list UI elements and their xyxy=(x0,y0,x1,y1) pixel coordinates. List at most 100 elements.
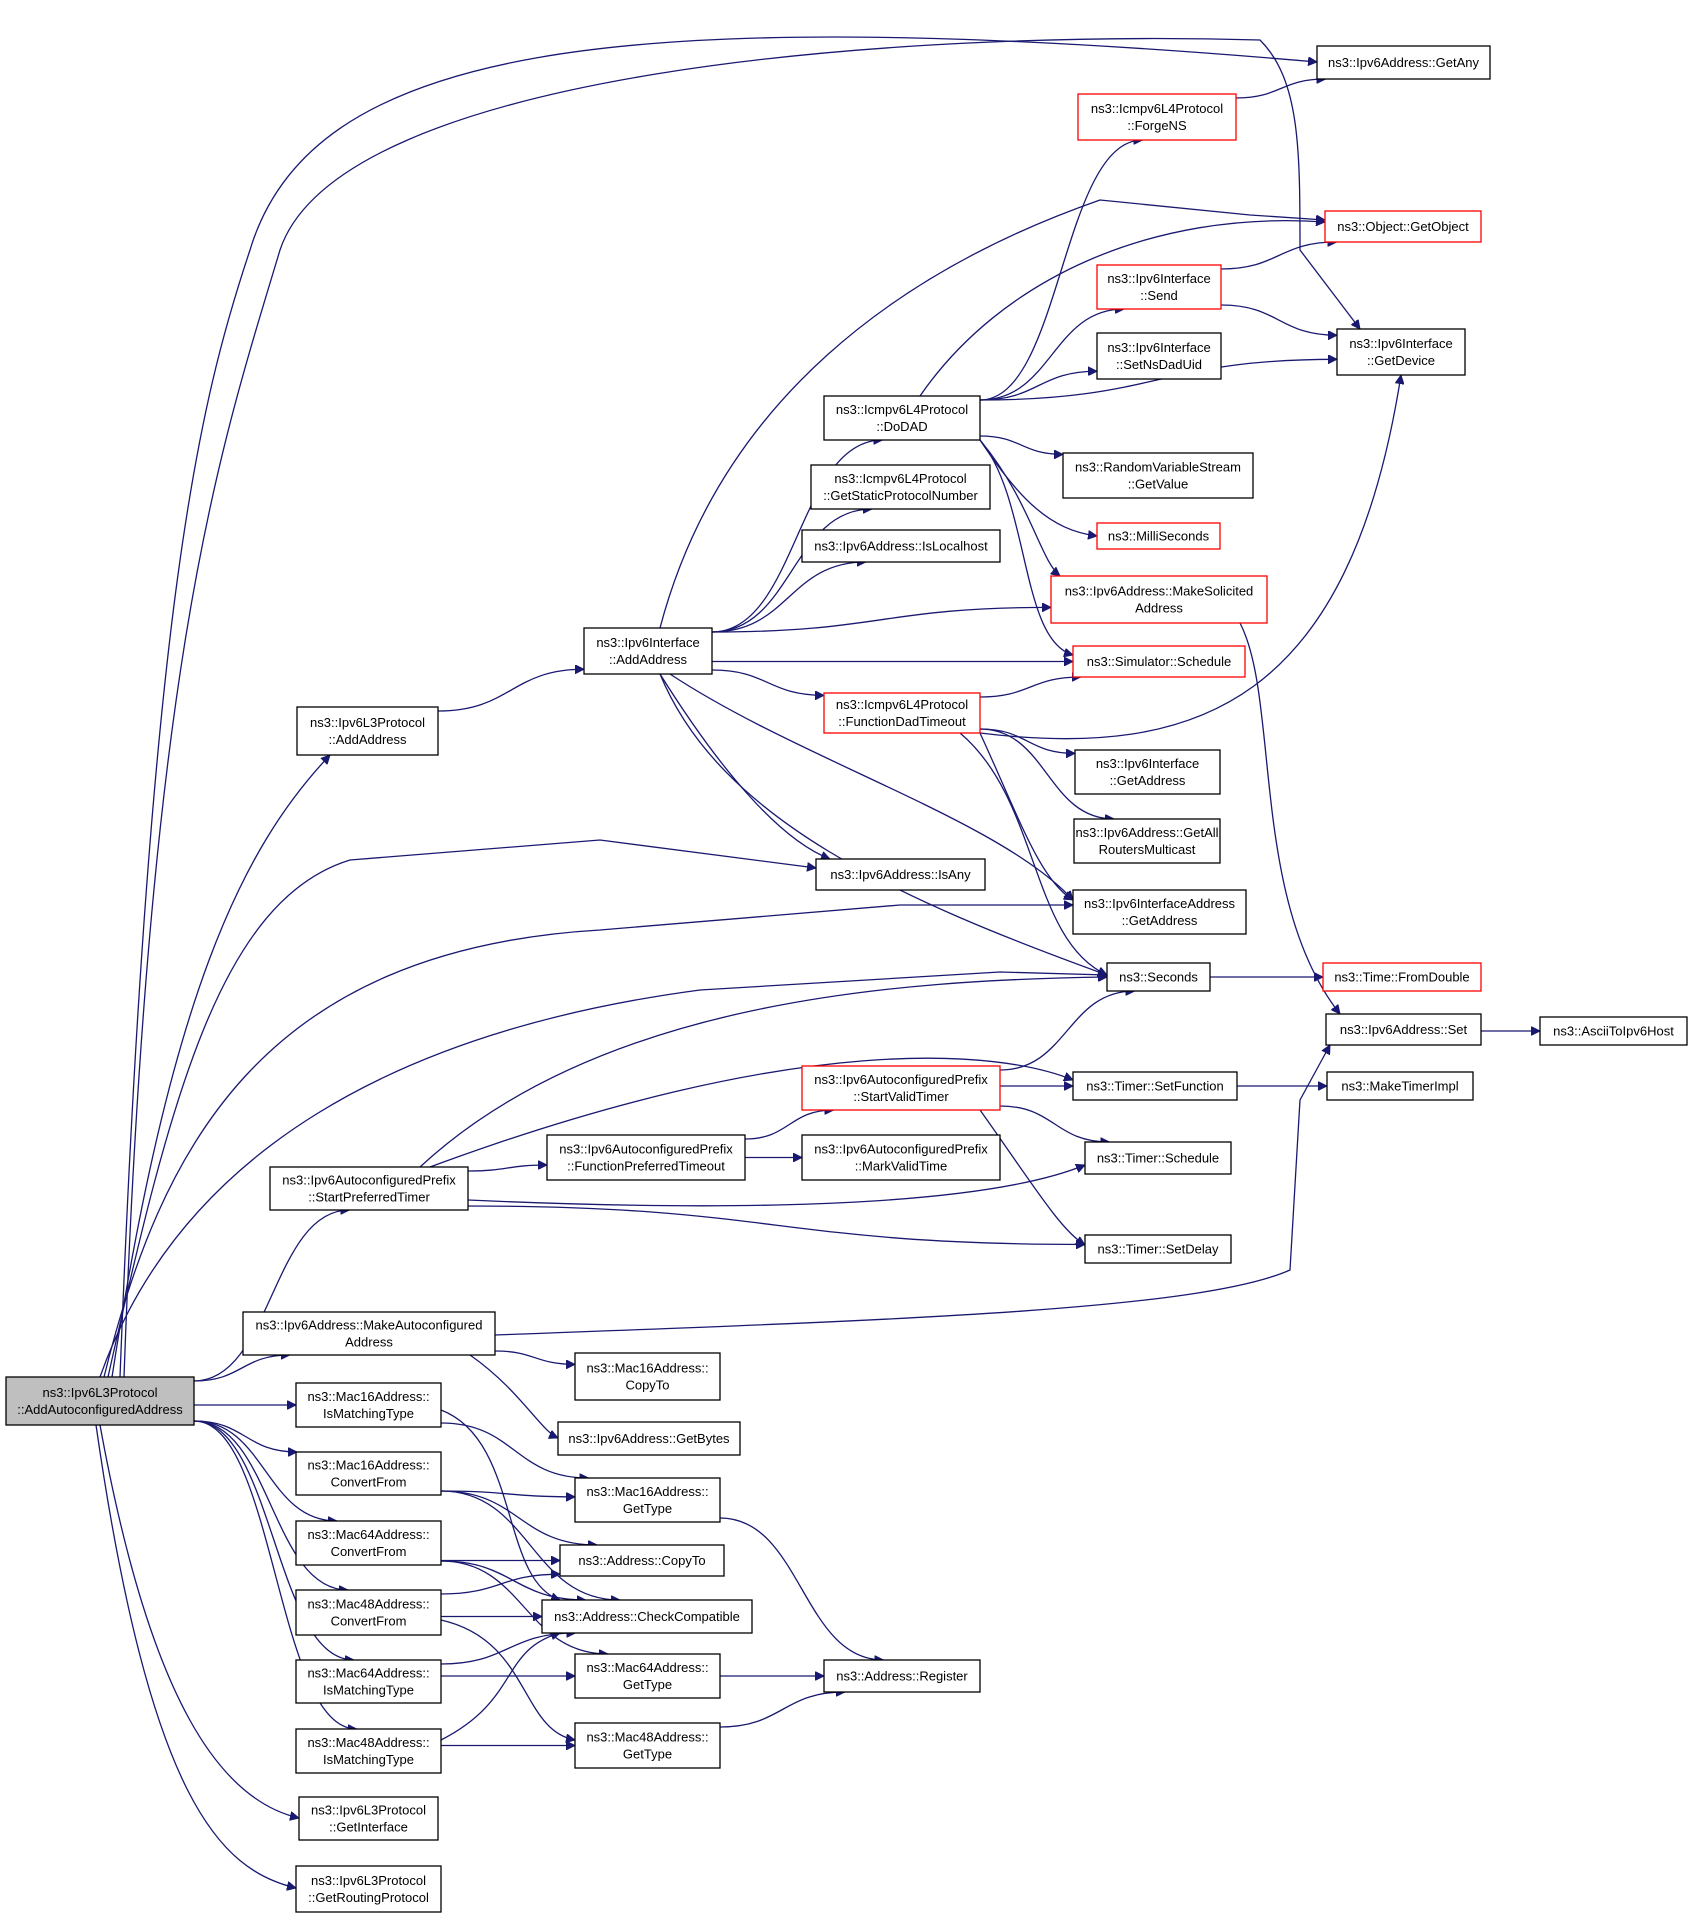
node-box xyxy=(295,1382,442,1428)
edge-makeautoconfigured-to-ipv6addr-set xyxy=(494,1045,1331,1336)
node-box xyxy=(269,1166,469,1211)
node-mac16-gettype[interactable]: ns3::Mac16Address::GetType xyxy=(574,1477,721,1523)
node-label-line: ns3::Seconds xyxy=(1119,970,1198,985)
edge-dodad-to-makesolicited xyxy=(979,439,1060,576)
node-mac16-ismatching[interactable]: ns3::Mac16Address::IsMatchingType xyxy=(295,1382,442,1428)
node-fromdouble[interactable]: ns3::Time::FromDouble xyxy=(1322,962,1482,992)
node-label-line: ns3::Timer::Schedule xyxy=(1097,1151,1219,1166)
node-box xyxy=(1072,645,1246,678)
node-label-line: ns3::Icmpv6L4Protocol xyxy=(836,697,968,712)
node-label-line: ns3::Address::CheckCompatible xyxy=(554,1609,740,1624)
edge-root-to-startpreferredtimer xyxy=(193,1210,349,1382)
node-dodad[interactable]: ns3::Icmpv6L4Protocol::DoDAD xyxy=(823,395,981,441)
node-label-line: Address xyxy=(345,1335,393,1350)
node-box xyxy=(1073,818,1221,864)
node-box xyxy=(574,1653,721,1699)
node-setnsdaduid[interactable]: ns3::Ipv6Interface::SetNsDadUid xyxy=(1096,332,1222,380)
edge-ipv6if-addaddress-to-dodad xyxy=(711,440,882,633)
node-mac48-convertfrom[interactable]: ns3::Mac48Address::ConvertFrom xyxy=(295,1589,442,1636)
node-label-line: ns3::Ipv6Interface xyxy=(1096,756,1199,771)
node-box xyxy=(574,1352,721,1401)
node-startpreferredtimer[interactable]: ns3::Ipv6AutoconfiguredPrefix::StartPref… xyxy=(269,1166,469,1211)
node-mac64-ismatching[interactable]: ns3::Mac64Address::IsMatchingType xyxy=(295,1659,442,1704)
node-mac64-convertfrom[interactable]: ns3::Mac64Address::ConvertFrom xyxy=(295,1520,442,1566)
edge-forgens-to-getany xyxy=(1235,79,1326,99)
node-getstaticprotonum[interactable]: ns3::Icmpv6L4Protocol::GetStaticProtocol… xyxy=(810,464,991,510)
node-box xyxy=(295,1589,442,1636)
node-label-line: ns3::Simulator::Schedule xyxy=(1087,654,1232,669)
edge-functiondadtimeout-to-ifaddr-getaddress xyxy=(979,732,1073,901)
node-startvalidtimer[interactable]: ns3::Ipv6AutoconfiguredPrefix::StartVali… xyxy=(801,1065,1001,1111)
node-seconds[interactable]: ns3::Seconds xyxy=(1106,962,1211,992)
node-functionpreferredtimeout[interactable]: ns3::Ipv6AutoconfiguredPrefix::FunctionP… xyxy=(546,1134,746,1181)
node-checkcompatible[interactable]: ns3::Address::CheckCompatible xyxy=(541,1599,753,1634)
node-label-line: ns3::Ipv6Address::IsLocalhost xyxy=(814,539,988,554)
node-isany[interactable]: ns3::Ipv6Address::IsAny xyxy=(815,858,986,891)
edge-functiondadtimeout-to-ipv6if-getdevice xyxy=(979,375,1401,740)
node-ipv6if-addaddress[interactable]: ns3::Ipv6Interface::AddAddress xyxy=(583,627,713,675)
node-mac48-ismatching[interactable]: ns3::Mac48Address::IsMatchingType xyxy=(295,1728,442,1774)
edge-startvalidtimer-to-timer-schedule xyxy=(999,1105,1109,1142)
node-box xyxy=(574,1477,721,1523)
edge-root-to-getany xyxy=(119,36,1317,1378)
node-mac16-convertfrom[interactable]: ns3::Mac16Address::ConvertFrom xyxy=(295,1451,442,1496)
node-timer-setfunction[interactable]: ns3::Timer::SetFunction xyxy=(1072,1071,1238,1101)
node-label-line: ns3::Mac16Address:: xyxy=(307,1458,429,1473)
node-box xyxy=(823,1659,981,1693)
node-ipv6if-getaddress[interactable]: ns3::Ipv6Interface::GetAddress xyxy=(1074,749,1221,795)
node-timer-schedule[interactable]: ns3::Timer::Schedule xyxy=(1084,1141,1232,1175)
edge-mac48-convertfrom-to-address-copyto xyxy=(440,1574,560,1595)
edge-root-to-mac48-ismatching xyxy=(193,1420,357,1729)
node-makeautoconfigured[interactable]: ns3::Ipv6Address::MakeAutoconfiguredAddr… xyxy=(242,1311,496,1356)
node-label-line: RoutersMulticast xyxy=(1099,842,1196,857)
edge-ipv6if-addaddress-to-getstaticprotonum xyxy=(711,509,872,633)
node-ipv6l3-getinterface[interactable]: ns3::Ipv6L3Protocol::GetInterface xyxy=(298,1796,439,1841)
node-getany[interactable]: ns3::Ipv6Address::GetAny xyxy=(1316,45,1491,80)
node-mac48-gettype[interactable]: ns3::Mac48Address::GetType xyxy=(574,1722,721,1769)
node-label-line: ns3::Mac48Address:: xyxy=(307,1735,429,1750)
node-label-line: GetType xyxy=(623,1501,672,1516)
node-mac16-copyto[interactable]: ns3::Mac16Address::CopyTo xyxy=(574,1352,721,1401)
node-islocalhost[interactable]: ns3::Ipv6Address::IsLocalhost xyxy=(801,529,1001,563)
edge-mac16-convertfrom-to-address-copyto xyxy=(440,1490,597,1545)
node-ipv6l3-addaddress[interactable]: ns3::Ipv6L3Protocol::AddAddress xyxy=(296,706,439,756)
node-ipv6addr-set[interactable]: ns3::Ipv6Address::Set xyxy=(1325,1013,1482,1046)
node-getobject[interactable]: ns3::Object::GetObject xyxy=(1324,210,1482,243)
node-mac64-gettype[interactable]: ns3::Mac64Address::GetType xyxy=(574,1653,721,1699)
node-forgens[interactable]: ns3::Icmpv6L4Protocol::ForgeNS xyxy=(1077,93,1237,141)
node-label-line: ns3::RandomVariableStream xyxy=(1075,460,1241,475)
node-label-line: IsMatchingType xyxy=(323,1752,414,1767)
node-ipv6if-getdevice[interactable]: ns3::Ipv6Interface::GetDevice xyxy=(1336,328,1466,376)
node-maketimerimpl[interactable]: ns3::MakeTimerImpl xyxy=(1326,1071,1474,1101)
node-rvs-getvalue[interactable]: ns3::RandomVariableStream::GetValue xyxy=(1062,452,1254,499)
node-box xyxy=(5,1376,195,1426)
node-label-line: ns3::Mac64Address:: xyxy=(586,1660,708,1675)
node-timer-setdelay[interactable]: ns3::Timer::SetDelay xyxy=(1084,1234,1232,1264)
node-milliseconds[interactable]: ns3::MilliSeconds xyxy=(1096,522,1221,550)
edge-ipv6if-addaddress-to-ifaddr-getaddress xyxy=(669,673,1073,900)
node-box xyxy=(1096,522,1221,550)
edge-functiondadtimeout-to-getallrouters xyxy=(979,728,1114,819)
node-box xyxy=(1084,1234,1232,1264)
node-box xyxy=(1322,962,1482,992)
node-functiondadtimeout[interactable]: ns3::Icmpv6L4Protocol::FunctionDadTimeou… xyxy=(823,692,981,734)
edge-dodad-to-sim-schedule xyxy=(979,439,1073,655)
node-label-line: ns3::MilliSeconds xyxy=(1108,529,1210,544)
node-asciitoipv6host[interactable]: ns3::AsciiToIpv6Host xyxy=(1539,1016,1688,1046)
edge-startpreferredtimer-to-timer-setfunction xyxy=(429,1057,1073,1168)
node-ifaddr-getaddress[interactable]: ns3::Ipv6InterfaceAddress::GetAddress xyxy=(1072,889,1247,935)
node-ipv6l3-getroutingprotocol[interactable]: ns3::Ipv6L3Protocol::GetRoutingProtocol xyxy=(295,1865,442,1913)
node-box xyxy=(1106,962,1211,992)
node-address-copyto[interactable]: ns3::Address::CopyTo xyxy=(559,1544,725,1577)
node-label-line: ns3::Time::FromDouble xyxy=(1334,970,1469,985)
node-box xyxy=(541,1599,753,1634)
node-sim-schedule[interactable]: ns3::Simulator::Schedule xyxy=(1072,645,1246,678)
node-getbytes[interactable]: ns3::Ipv6Address::GetBytes xyxy=(557,1421,741,1456)
node-ipv6if-send[interactable]: ns3::Ipv6Interface::Send xyxy=(1096,264,1222,310)
edge-mac16-ismatching-to-checkcompatible xyxy=(440,1409,560,1600)
node-label-line: ns3::Address::Register xyxy=(836,1669,968,1684)
node-markvalidtime[interactable]: ns3::Ipv6AutoconfiguredPrefix::MarkValid… xyxy=(801,1134,1001,1181)
node-address-register[interactable]: ns3::Address::Register xyxy=(823,1659,981,1693)
